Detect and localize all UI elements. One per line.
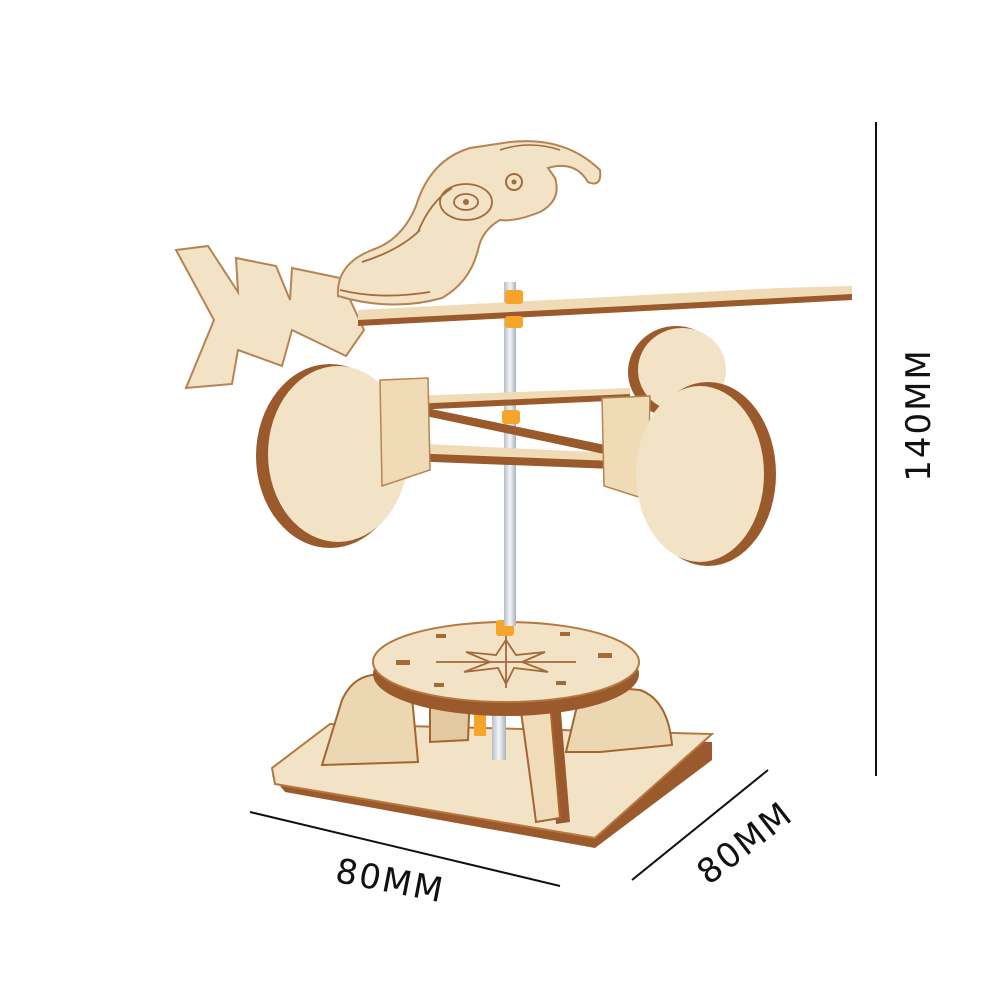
compass-marks — [396, 632, 612, 687]
dimension-height: 140MM — [875, 122, 939, 776]
depth-label: 80MM — [690, 794, 801, 893]
width-dimension-line — [249, 811, 561, 887]
wooden-wind-vane-model — [174, 140, 852, 848]
bird-figure — [336, 140, 602, 306]
pointer-arm — [358, 286, 852, 328]
depth-dimension-line — [631, 769, 769, 881]
bird-eye — [505, 173, 523, 191]
compass-dial — [372, 620, 640, 716]
tail-fin — [174, 244, 366, 390]
right-wind-cup — [601, 382, 776, 566]
base-legs — [320, 674, 674, 824]
height-label: 140MM — [899, 348, 939, 482]
rotor-arms — [382, 388, 638, 470]
width-label: 80MM — [332, 851, 448, 911]
bird-eye-patch — [439, 183, 493, 221]
left-wind-cup — [256, 364, 431, 548]
compass-star — [436, 636, 576, 688]
